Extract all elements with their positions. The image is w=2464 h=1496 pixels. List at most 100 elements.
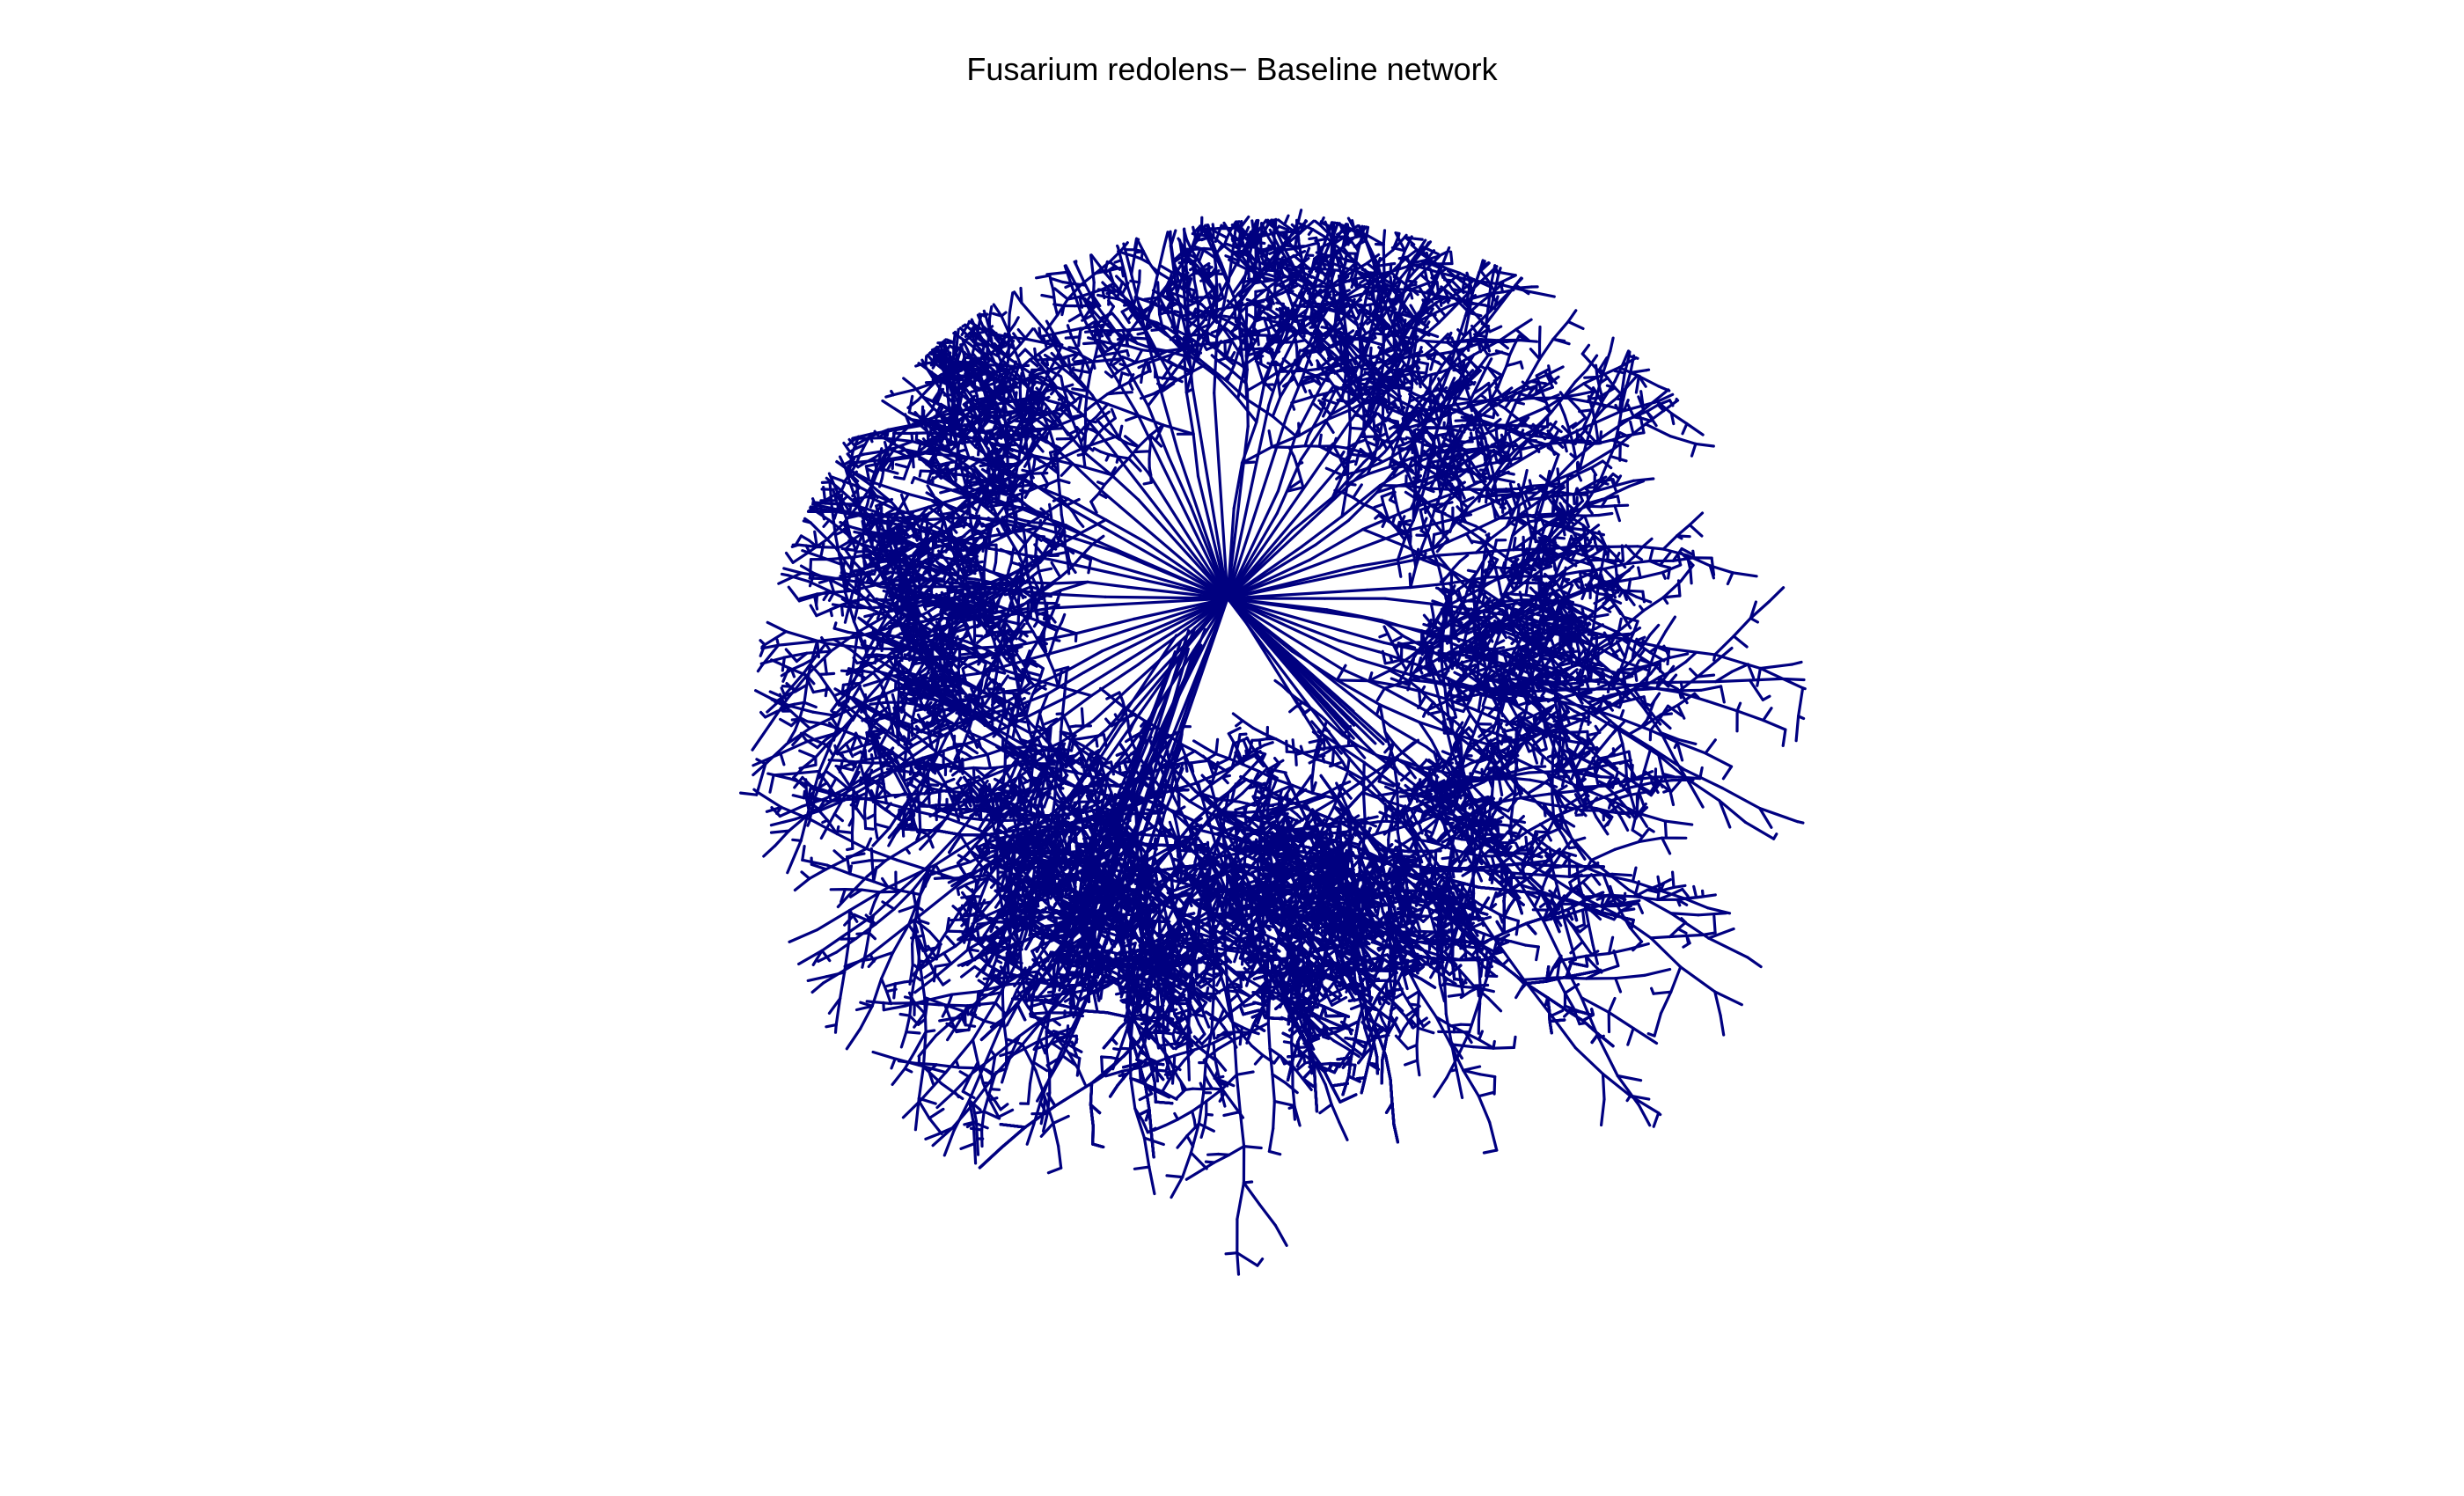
network-edge xyxy=(1061,383,1074,390)
network-edge xyxy=(795,769,821,775)
network-edge xyxy=(1265,334,1277,339)
network-edge xyxy=(1432,314,1441,325)
network-edge xyxy=(1014,510,1018,520)
network-edge xyxy=(929,608,950,620)
network-edge xyxy=(1116,318,1125,329)
network-edge xyxy=(1391,425,1403,430)
network-edge xyxy=(989,410,1001,414)
network-edge xyxy=(1340,297,1355,303)
figure-title: Fusarium redolens− Baseline network xyxy=(0,51,2464,88)
network-edge xyxy=(1120,310,1131,325)
network-edge xyxy=(1103,475,1114,487)
network-edge xyxy=(805,649,832,678)
network-edge xyxy=(916,390,928,402)
network-edge xyxy=(1092,446,1103,454)
network-edge xyxy=(1012,419,1030,424)
network-edge xyxy=(1213,282,1218,301)
network-edge xyxy=(1294,384,1324,437)
network-edge xyxy=(1006,412,1023,422)
network-edge xyxy=(1067,312,1083,323)
network-edge xyxy=(1410,439,1414,455)
network-edge xyxy=(1017,568,1027,585)
network-edge xyxy=(947,623,952,638)
network-edge xyxy=(1013,434,1028,442)
network-edge xyxy=(1359,368,1364,385)
network-edge xyxy=(1142,539,1229,600)
network-edge xyxy=(1045,357,1050,367)
network-edge xyxy=(1013,316,1020,326)
network-edge xyxy=(1050,277,1065,284)
network-edge xyxy=(875,823,891,830)
network-edge xyxy=(943,556,965,572)
network-edge xyxy=(1038,333,1055,338)
network-edge xyxy=(1118,437,1130,445)
network-edge xyxy=(877,476,884,488)
network-edge xyxy=(858,761,868,785)
network-edge xyxy=(1184,391,1195,436)
network-edge xyxy=(919,513,927,529)
network-edge xyxy=(1353,450,1361,466)
network-edge xyxy=(971,590,987,596)
network-edge xyxy=(1528,479,1533,488)
network-edge xyxy=(994,413,1006,422)
network-edge xyxy=(1492,410,1496,420)
network-edge xyxy=(983,549,988,562)
network-edge xyxy=(798,592,819,600)
network-edge xyxy=(1067,346,1080,350)
network-edge xyxy=(956,327,960,337)
network-edge xyxy=(931,447,936,463)
network-edge xyxy=(1237,291,1243,327)
network-edge xyxy=(1162,231,1170,249)
network-edge xyxy=(1023,519,1037,524)
network-edge xyxy=(1368,380,1381,385)
network-edge xyxy=(1362,430,1368,441)
network-edge xyxy=(1483,335,1488,350)
network-edge xyxy=(1487,423,1508,427)
network-edge xyxy=(1044,432,1049,444)
network-edge xyxy=(953,378,963,385)
network-edge xyxy=(1064,524,1082,535)
network-edge xyxy=(1271,414,1297,437)
network-edge xyxy=(1127,380,1134,391)
network-edge xyxy=(1006,502,1024,511)
network-edge xyxy=(915,454,932,465)
network-edge xyxy=(978,435,1007,443)
network-edge xyxy=(945,618,952,627)
network-edge xyxy=(1373,304,1377,319)
network-edge xyxy=(880,547,893,554)
network-edge xyxy=(1200,236,1209,242)
network-edge xyxy=(1022,501,1031,510)
network-edge xyxy=(1000,525,1025,539)
network-edge xyxy=(1478,364,1487,370)
network-edge xyxy=(1060,304,1066,317)
network-edge xyxy=(1109,473,1140,502)
network-edge xyxy=(1140,252,1144,260)
network-edge xyxy=(881,399,922,428)
network-edge xyxy=(1537,337,1555,361)
network-edge xyxy=(1070,418,1078,432)
network-edge xyxy=(1345,332,1350,356)
network-edge xyxy=(994,344,1008,351)
network-edge xyxy=(1000,314,1010,333)
network-edge xyxy=(1047,399,1060,405)
network-edge xyxy=(893,440,914,450)
network-edge xyxy=(1176,370,1192,382)
network-edge xyxy=(1028,506,1039,517)
network-edge xyxy=(1111,365,1120,373)
network-edge xyxy=(1079,518,1108,535)
network-edge xyxy=(924,365,942,390)
network-edge xyxy=(871,826,891,847)
network-edge xyxy=(963,467,977,479)
network-edge xyxy=(1023,348,1036,360)
network-edge xyxy=(1488,325,1503,334)
network-edge xyxy=(886,447,900,454)
network-edge xyxy=(1681,422,1689,436)
network-edge xyxy=(905,539,919,546)
network-edge xyxy=(1026,647,1035,662)
network-edge xyxy=(962,742,979,755)
network-edge xyxy=(1020,301,1048,333)
network-edge xyxy=(1046,478,1060,486)
network-edge xyxy=(902,377,916,388)
network-edge xyxy=(975,560,984,565)
network-edge xyxy=(1019,585,1033,592)
